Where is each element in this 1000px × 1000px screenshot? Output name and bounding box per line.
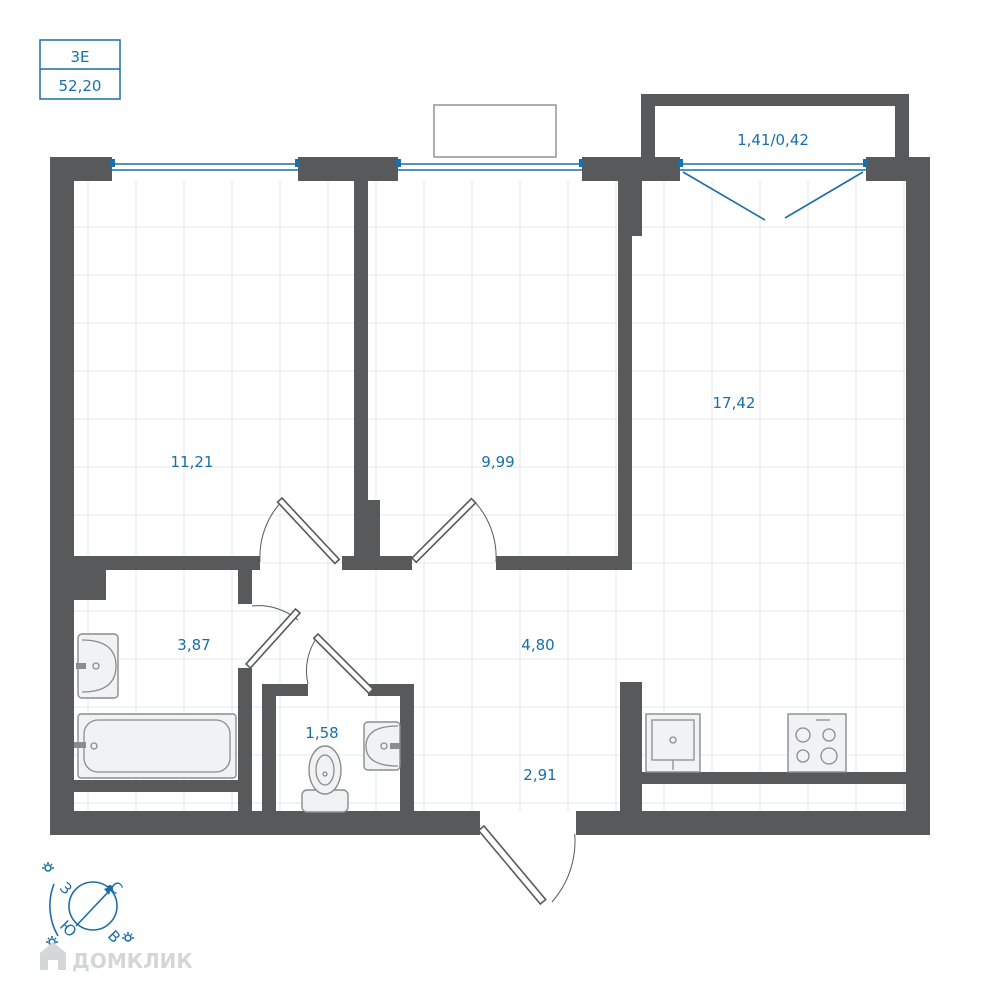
total-area: 52,20 [59,77,102,95]
door-bedroom-left [259,496,341,565]
compass-north: С [106,878,126,898]
brand-watermark: ДОМКЛИК [40,942,193,973]
sink-bathroom [76,633,119,699]
balcony-walls [641,94,909,158]
room-bathroom-area: 3,87 [177,636,210,654]
sink-toilet [363,721,401,771]
toilet [301,745,349,813]
balcony-door [678,159,868,221]
window-left [110,159,300,175]
compass-south: Ю [56,917,80,941]
sun-icon [42,862,54,872]
unit-label-box: 3Е 52,20 [39,39,121,100]
door-toilet [305,632,375,695]
brand-name: ДОМКЛИК [72,949,193,973]
room-toilet-area: 1,58 [305,724,338,742]
bathtub [74,713,237,779]
kitchen-sink [645,713,701,773]
interior-walls [74,170,906,812]
house-logo-icon [40,942,66,970]
room-bedroom-middle-area: 9,99 [481,453,514,471]
room-kitchen-living-area: 17,42 [713,394,756,412]
room-balcony-area: 1,41/0,42 [737,131,809,149]
door-bathroom [244,605,302,670]
sun-icon [122,932,134,942]
room-bedroom-left-area: 11,21 [171,453,214,471]
compass-west: З [56,879,76,899]
unit-label: 3Е [70,48,89,66]
door-bedroom-middle [410,497,497,564]
room-hallway-area: 2,91 [523,766,556,784]
exterior-walls [50,157,930,835]
ventilation-shaft [433,104,557,158]
window-middle [396,159,584,175]
room-corridor-area: 4,80 [521,636,554,654]
door-entrance [477,812,576,906]
compass: С З Ю В [42,862,134,947]
kitchen-stove [787,713,847,773]
compass-east: В [104,927,124,947]
